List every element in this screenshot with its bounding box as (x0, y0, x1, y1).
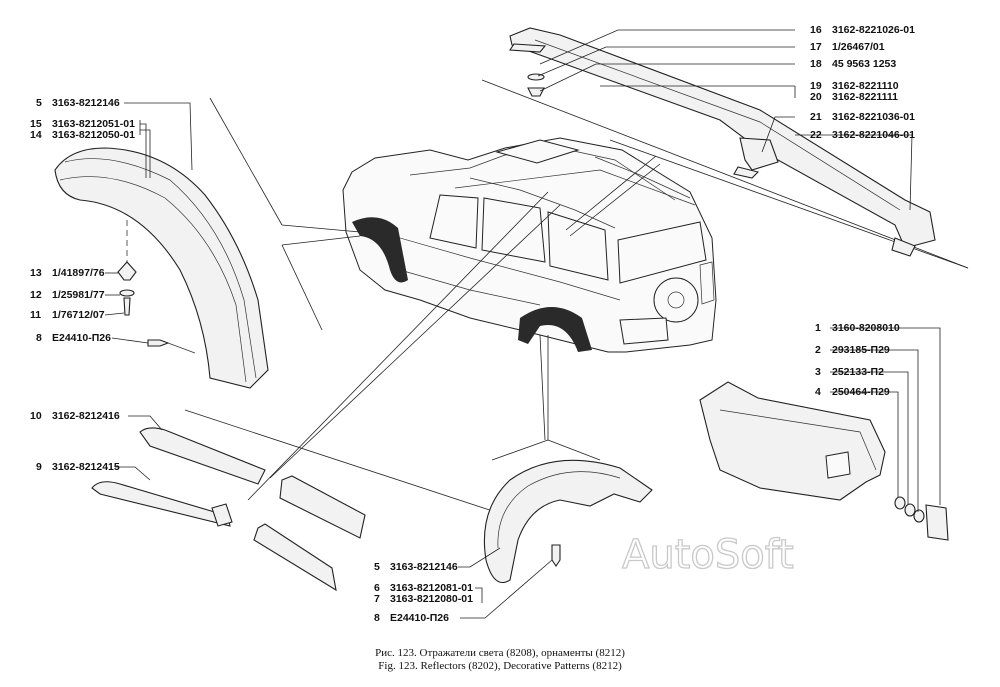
watermark-text: AutoSoft (622, 532, 794, 578)
callout-4-num: 4 (815, 386, 821, 398)
callout-11-code: 1/76712/07 (52, 309, 105, 321)
rear-fender-flare (483, 459, 653, 584)
callout-1-code: 3160-8208010 (832, 322, 900, 334)
screw-left (147, 339, 196, 354)
roof-rail (509, 27, 936, 257)
callout-4-code: 250464-П29 (832, 386, 890, 398)
callout-21-code: 3162-8221036-01 (832, 111, 915, 123)
callout-16-num: 16 (810, 24, 822, 36)
callout-8-code: E24410-П26 (52, 332, 111, 344)
callout-11-num: 11 (30, 309, 41, 321)
callout-20-code: 3162-8221111 (832, 91, 898, 103)
callout-13-code: 1/41897/76 (52, 267, 105, 279)
callout-22-code: 3162-8221046-01 (832, 129, 915, 141)
callout-15-num: 15 (30, 118, 42, 130)
callout-22-num: 22 (810, 129, 822, 141)
callout-2-code: 293185-П29 (832, 344, 890, 356)
callout-5-num: 5 (36, 97, 42, 109)
callout-8b-num: 8 (374, 612, 380, 624)
callout-21-num: 21 (810, 111, 822, 123)
callout-17-num: 17 (810, 41, 822, 53)
callout-20-num: 20 (810, 91, 822, 103)
callout-12-num: 12 (30, 289, 42, 301)
callout-3-num: 3 (815, 366, 821, 378)
callout-16-code: 3162-8221026-01 (832, 24, 915, 36)
callout-9-num: 9 (36, 461, 42, 473)
callout-1-num: 1 (815, 322, 821, 334)
rear-bumper-reflector (699, 381, 949, 541)
door-moldings (91, 427, 366, 592)
front-fender-flare (54, 147, 269, 389)
callout-17-code: 1/26467/01 (832, 41, 885, 53)
callout-6-code: 3163-8212081-01 (390, 582, 473, 594)
callout-leaders (104, 29, 941, 619)
callout-5b-num: 5 (374, 561, 380, 573)
callout-18-code: 45 9563 1253 (832, 58, 896, 70)
callout-19-code: 3162-8221110 (832, 80, 899, 92)
callout-9-code: 3162-8212415 (52, 461, 120, 473)
callout-14-num: 14 (30, 129, 42, 141)
callout-15-code: 3163-8212051-01 (52, 118, 135, 130)
callout-3-code: 252133-П2 (832, 366, 884, 378)
vehicle-illustration (342, 137, 717, 353)
caption-ru: Рис. 123. Отражатели света (8208), орнам… (375, 647, 625, 659)
callout-7-code: 3163-8212080-01 (390, 593, 473, 605)
callout-6-num: 6 (374, 582, 380, 594)
callout-2-num: 2 (815, 344, 821, 356)
callout-19-num: 19 (810, 80, 822, 92)
callout-12-code: 1/25981/77 (52, 289, 105, 301)
caption-en: Fig. 123. Reflectors (8202), Decorative … (378, 660, 622, 672)
callout-5b-code: 3163-8212146 (390, 561, 458, 573)
callout-5-code: 3163-8212146 (52, 97, 120, 109)
fastener-stack-left (117, 261, 137, 316)
callout-10-code: 3162-8212416 (52, 410, 120, 422)
callout-8b-code: E24410-П26 (390, 612, 449, 624)
section-lines (184, 79, 969, 521)
callout-18-num: 18 (810, 58, 822, 70)
callout-10-num: 10 (30, 410, 42, 422)
callout-14-code: 3163-8212050-01 (52, 129, 135, 141)
callout-labels: 5 3163-8212146 15 3163-8212051-01 14 316… (30, 24, 915, 624)
callout-13-num: 13 (30, 267, 42, 279)
callout-8-num: 8 (36, 332, 42, 344)
callout-7-num: 7 (374, 593, 380, 605)
